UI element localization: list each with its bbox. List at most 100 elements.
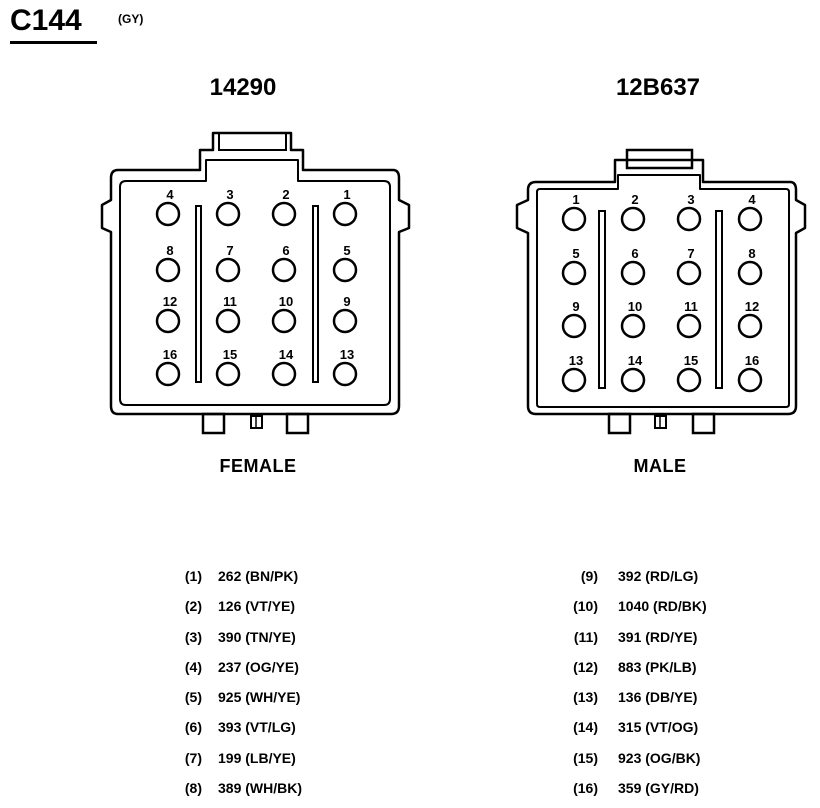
- wire-pin-number: (10): [573, 598, 598, 615]
- male-pin-2: [620, 206, 646, 232]
- female-pin-15: [215, 361, 241, 387]
- female-pin-label-12: 12: [163, 294, 177, 309]
- male-pin-label-15: 15: [684, 353, 698, 368]
- wire-circuit: 136 (DB/YE): [618, 689, 698, 706]
- wire-circuit: 359 (GY/RD): [618, 780, 699, 797]
- male-pin-label-11: 11: [684, 299, 698, 314]
- male-pin-label-10: 10: [628, 299, 642, 314]
- male-foot-left: [607, 412, 632, 435]
- female-pin-12: [155, 308, 181, 334]
- left-wire-row: (1) 262 (BN/PK): [150, 566, 410, 596]
- female-pin-label-1: 1: [343, 187, 350, 202]
- wire-table-left: (1)262 (BN/PK)(2)126 (VT/YE)(3)390 (TN/Y…: [150, 566, 410, 808]
- wire-pin-number: (3): [184, 628, 202, 645]
- female-pin-label-5: 5: [343, 243, 350, 258]
- male-pin-label-3: 3: [687, 192, 694, 207]
- male-pin-10: [620, 313, 646, 339]
- male-pin-label-12: 12: [745, 299, 759, 314]
- male-pin-label-4: 4: [748, 192, 756, 207]
- female-housing-outline: [100, 131, 411, 416]
- female-pin-label-7: 7: [226, 243, 233, 258]
- male-gender-label: MALE: [634, 456, 687, 476]
- male-pin-6: [620, 260, 646, 286]
- male-divider-right: [715, 210, 723, 389]
- wire-pin-number: (14): [573, 719, 598, 736]
- female-pin-label-16: 16: [163, 347, 177, 362]
- female-divider-left: [195, 205, 202, 383]
- female-pin-label-2: 2: [282, 187, 289, 202]
- wire-pin-number: (15): [573, 749, 598, 766]
- right-wire-row: (10)1040 (RD/BK): [540, 596, 800, 626]
- wire-circuit: 237 (OG/YE): [218, 658, 299, 675]
- right-wire-row: (14)315 (VT/OG): [540, 717, 800, 747]
- female-pin-6: [271, 257, 297, 283]
- male-pin-16: [737, 367, 763, 393]
- female-pin-11: [215, 308, 241, 334]
- male-pin-label-14: 14: [628, 353, 643, 368]
- wire-circuit: 392 (RD/LG): [618, 568, 699, 584]
- female-pin-label-10: 10: [279, 294, 293, 309]
- right-wire-row: (9) 392 (RD/LG): [540, 566, 800, 596]
- male-pin-15: [676, 367, 702, 393]
- male-pin-label-8: 8: [748, 246, 755, 261]
- male-pin-11: [676, 313, 702, 339]
- wire-pin-number: (6): [184, 719, 202, 736]
- female-pin-8: [155, 257, 181, 283]
- wire-pin-number: (16): [573, 780, 598, 797]
- female-pin-3: [215, 201, 241, 227]
- wire-circuit: 262 (BN/PK): [218, 568, 299, 584]
- wire-circuit: 393 (VT/LG): [218, 719, 296, 736]
- wire-pin-number: (5): [184, 689, 202, 706]
- female-pin-label-4: 4: [166, 187, 174, 202]
- male-part-number: 12B637: [616, 74, 700, 101]
- wire-circuit: 389 (WH/BK): [218, 780, 303, 797]
- wire-circuit: 390 (TN/YE): [218, 628, 296, 645]
- male-housing-outline: [515, 158, 807, 416]
- wire-pin-number: (7): [184, 749, 202, 766]
- male-latch: [625, 148, 694, 170]
- wire-table-right: (9)392 (RD/LG)(10)1040 (RD/BK)(11)391 (R…: [540, 566, 800, 808]
- male-pin-13: [561, 367, 587, 393]
- female-pin-16: [155, 361, 181, 387]
- wire-circuit: 883 (PK/LB): [618, 658, 697, 675]
- male-pin-label-6: 6: [631, 246, 638, 261]
- wire-circuit: 391 (RD/YE): [618, 628, 698, 645]
- wire-pin-number: (9): [580, 568, 598, 584]
- female-pin-7: [215, 257, 241, 283]
- wire-pin-number: (2): [184, 598, 202, 615]
- female-gender-label: FEMALE: [220, 456, 297, 476]
- male-pin-label-5: 5: [572, 246, 579, 261]
- male-pin-label-1: 1: [572, 192, 579, 207]
- right-wire-row: (15) 923 (OG/BK): [540, 748, 800, 778]
- wire-pin-number: (1): [184, 568, 202, 584]
- female-pin-label-11: 11: [223, 294, 237, 309]
- right-wire-row: (13) 136 (DB/YE): [540, 687, 800, 717]
- left-wire-row: (4)237 (OG/YE): [150, 657, 410, 687]
- wire-circuit: 923 (OG/BK): [618, 749, 701, 766]
- male-pin-label-16: 16: [745, 353, 759, 368]
- right-wire-row: (12) 883 (PK/LB): [540, 657, 800, 687]
- male-pin-8: [737, 260, 763, 286]
- male-pin-9: [561, 313, 587, 339]
- female-pin-13: [332, 361, 358, 387]
- male-pin-7: [676, 260, 702, 286]
- wire-pin-number: (13): [573, 689, 598, 706]
- wire-pin-number: (12): [573, 658, 598, 675]
- female-pin-1: [332, 201, 358, 227]
- left-wire-row: (5) 925 (WH/YE): [150, 687, 410, 717]
- male-pin-5: [561, 260, 587, 286]
- female-pin-label-8: 8: [166, 243, 173, 258]
- female-pin-label-13: 13: [340, 347, 354, 362]
- female-divider-right: [312, 205, 319, 383]
- male-pin-1: [561, 206, 587, 232]
- male-pin-4: [737, 206, 763, 232]
- female-pin-14: [271, 361, 297, 387]
- wire-circuit: 925 (WH/YE): [218, 689, 301, 706]
- right-wire-row: (16) 359 (GY/RD): [540, 778, 800, 808]
- female-pin-2: [271, 201, 297, 227]
